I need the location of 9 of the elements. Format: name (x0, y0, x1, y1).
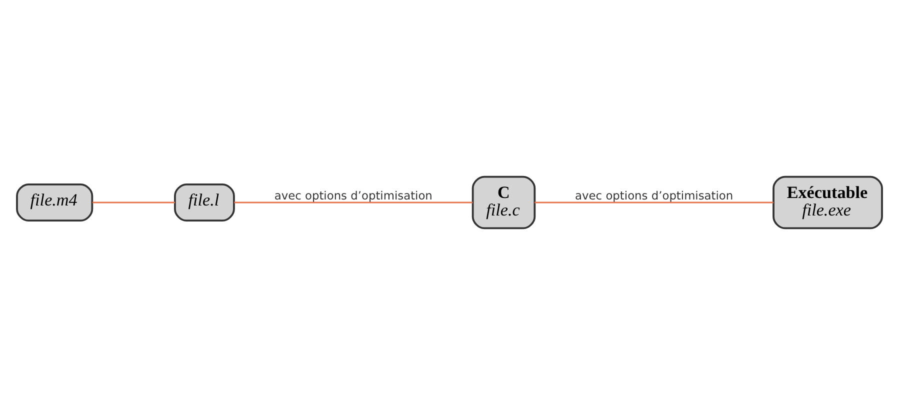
node-box: Exécutable file.exe (772, 176, 883, 230)
edge-label: avec options d’optimisation (274, 188, 432, 202)
node-box: file.m4 (16, 183, 94, 222)
node-box: C file.c (472, 176, 536, 230)
connector (234, 202, 473, 204)
connector (534, 202, 774, 204)
edge-label: avec options d’optimisation (575, 188, 734, 202)
node-box: file.l (174, 183, 235, 222)
connector (92, 202, 175, 204)
